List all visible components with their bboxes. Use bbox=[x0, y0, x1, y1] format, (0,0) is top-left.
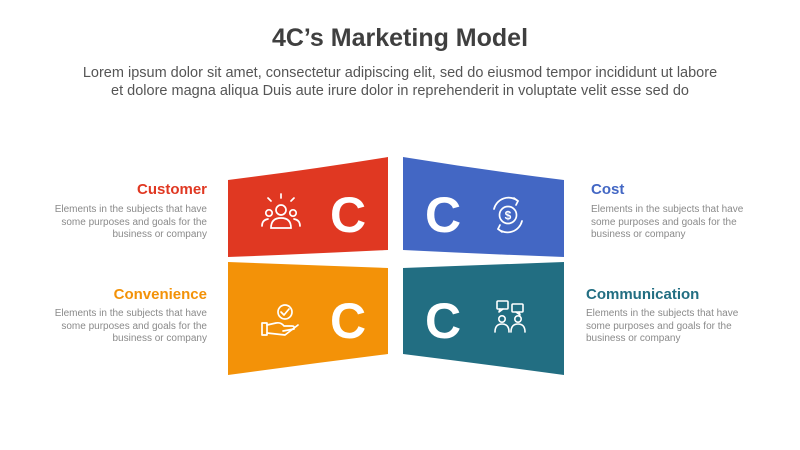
cost-desc-line-1: Elements in the subjects that have bbox=[591, 204, 744, 215]
subtitle-line-1: Lorem ipsum dolor sit amet, consectetur … bbox=[82, 65, 718, 81]
customer-desc-line-3: business or company bbox=[112, 229, 208, 240]
quadrant-convenience-letter: C bbox=[330, 293, 366, 349]
customer-description: Elements in the subjects that have some … bbox=[32, 204, 207, 242]
quadrant-cost-letter: C bbox=[425, 187, 461, 243]
quadrant-cost-shape bbox=[403, 157, 564, 257]
chat-people-icon bbox=[494, 300, 526, 333]
quadrant-cost: C $ bbox=[403, 157, 564, 257]
convenience-title: Convenience bbox=[113, 286, 207, 303]
cost-desc-line-3: business or company bbox=[591, 229, 686, 240]
quadrant-customer-shape bbox=[228, 157, 388, 257]
cost-description: Elements in the subjects that have some … bbox=[591, 204, 766, 242]
customer-desc-line-2: some purposes and goals for the bbox=[61, 216, 207, 228]
convenience-desc-line-2: some purposes and goals for the bbox=[61, 320, 207, 332]
quadrant-communication-letter: C bbox=[425, 293, 461, 349]
communication-desc-line-2: some purposes and goals for the bbox=[586, 320, 732, 332]
hand-check-icon bbox=[261, 304, 299, 336]
subtitle-line-2: et dolore magna aliqua Duis aute irure d… bbox=[111, 83, 689, 99]
communication-title: Communication bbox=[586, 286, 700, 303]
page-subtitle: Lorem ipsum dolor sit amet, consectetur … bbox=[30, 64, 770, 100]
quadrant-customer: C bbox=[228, 157, 388, 257]
people-group-icon bbox=[261, 193, 301, 229]
quadrant-communication: C bbox=[403, 262, 564, 375]
communication-description: Elements in the subjects that have some … bbox=[586, 308, 761, 346]
dollar-cycle-icon bbox=[493, 196, 523, 234]
page-title: 4C’s Marketing Model bbox=[271, 24, 529, 52]
dollar-sign-glyph: $ bbox=[505, 209, 512, 223]
convenience-desc-line-1: Elements in the subjects that have bbox=[54, 308, 207, 319]
customer-title: Customer bbox=[136, 181, 207, 198]
quadrant-communication-shape bbox=[403, 262, 564, 375]
cost-desc-line-2: some purposes and goals for the bbox=[591, 216, 737, 228]
convenience-desc-line-3: business or company bbox=[112, 333, 208, 344]
communication-desc-line-3: business or company bbox=[586, 333, 681, 344]
communication-desc-line-1: Elements in the subjects that have bbox=[586, 308, 739, 319]
quadrant-customer-letter: C bbox=[330, 187, 366, 243]
quadrant-convenience: C bbox=[228, 262, 388, 375]
convenience-description: Elements in the subjects that have some … bbox=[32, 308, 207, 346]
quadrant-convenience-shape bbox=[228, 262, 388, 375]
customer-desc-line-1: Elements in the subjects that have bbox=[54, 204, 207, 215]
cost-title: Cost bbox=[591, 181, 625, 198]
